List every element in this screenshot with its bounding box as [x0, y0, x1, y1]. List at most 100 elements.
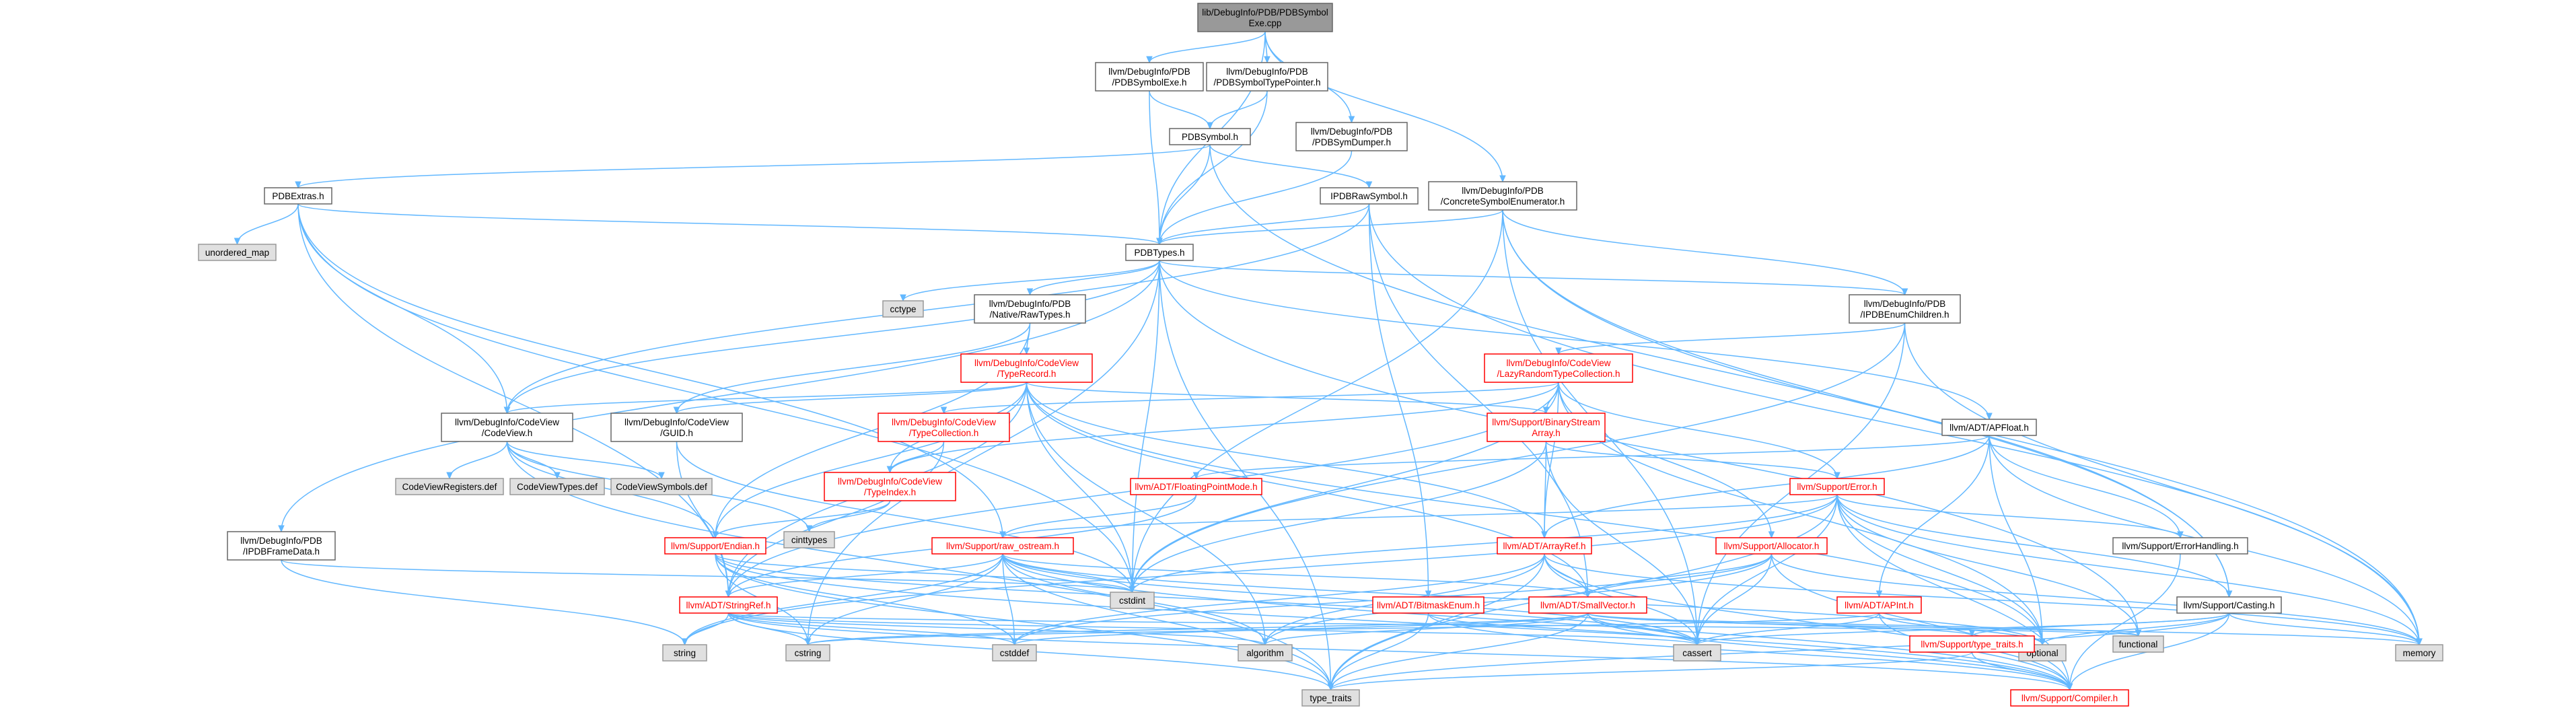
node-stringref-h[interactable]: llvm/ADT/StringRef.h: [679, 596, 778, 614]
node-box: [960, 353, 1093, 383]
node-cvsymbols-def[interactable]: CodeViewSymbols.def: [610, 478, 713, 495]
edge-arrayref-h-to-compiler-h: [1544, 553, 2071, 690]
node-cstring[interactable]: cstring: [785, 644, 830, 662]
edge-symbol-h-to-irawsym-h: [1209, 144, 1370, 188]
node-typeptr-h[interactable]: llvm/DebugInfo/PDB/PDBSymbolTypePointer.…: [1206, 62, 1328, 92]
node-cvregisters-def[interactable]: CodeViewRegisters.def: [395, 478, 504, 495]
edge-endian-h-to-cstdint: [715, 553, 1133, 593]
node-label: cstdint: [1119, 596, 1145, 606]
node-cassert[interactable]: cassert: [1673, 644, 1721, 662]
node-box: [1836, 596, 1922, 614]
arrowhead-codeview-h-to-cvsymbols-def: [658, 472, 665, 480]
node-exe-h[interactable]: llvm/DebugInfo/PDB/PDBSymbolExe.h: [1095, 62, 1204, 92]
node-label: llvm/DebugInfo/PDB: [989, 299, 1071, 309]
node-label: llvm/DebugInfo/CodeView: [892, 417, 996, 427]
arrowhead-rawostream-h-to-cstdint: [1129, 585, 1136, 594]
node-cinttypes[interactable]: cinttypes: [783, 531, 835, 548]
node-label: /PDBSymbolExe.h: [1112, 77, 1186, 87]
edge-pdbtypes-h-to-cctype: [902, 260, 1160, 301]
arrowhead-symbol-h-to-irawsym-h: [1365, 181, 1373, 189]
node-box: [1428, 181, 1577, 211]
node-concrete-h[interactable]: llvm/DebugInfo/PDB/ConcreteSymbolEnumera…: [1428, 181, 1577, 211]
edge-lazyrandom-h-to-typecollection-h: [943, 382, 1559, 414]
node-string[interactable]: string: [662, 644, 707, 662]
node-symbol-h[interactable]: PDBSymbol.h: [1169, 128, 1251, 145]
node-cvtypes-def[interactable]: CodeViewTypes.def: [509, 478, 605, 495]
node-bitmaskenum-h[interactable]: llvm/ADT/BitmaskEnum.h: [1372, 596, 1484, 614]
edge-root-to-exe-h: [1149, 31, 1266, 63]
node-box: [395, 478, 504, 495]
node-codeview-h[interactable]: llvm/DebugInfo/CodeView/CodeView.h: [441, 413, 573, 442]
node-box: [1715, 537, 1828, 555]
edge-concrete-h-to-pdbtypes-h: [1159, 209, 1503, 245]
node-framedata-h[interactable]: llvm/DebugInfo/PDB/IPDBFrameData.h: [227, 531, 336, 561]
edge-rawostream-h-to-compiler-h: [1002, 553, 2071, 690]
arrowhead-apfloat-h-to-arrayref-h: [1541, 531, 1548, 539]
node-typecollection-h[interactable]: llvm/DebugInfo/CodeView/TypeCollection.h: [878, 413, 1010, 442]
node-casting-h[interactable]: llvm/Support/Casting.h: [2176, 596, 2282, 614]
arrowhead-typeindex-h-to-cinttypes: [806, 525, 813, 533]
edge-error-h-to-cassert: [1696, 494, 1838, 645]
node-rawtypes-h[interactable]: llvm/DebugInfo/PDB/Native/RawTypes.h: [974, 294, 1086, 324]
node-cstdint[interactable]: cstdint: [1110, 592, 1155, 609]
edge-exe-h-to-symbol-h: [1149, 90, 1211, 129]
node-functional[interactable]: functional: [2112, 635, 2164, 653]
node-extras-h[interactable]: PDBExtras.h: [264, 187, 332, 205]
node-floatingpointmode-h[interactable]: llvm/ADT/FloatingPointMode.h: [1130, 478, 1262, 495]
node-root[interactable]: lib/DebugInfo/PDB/PDBSymbolExe.cpp: [1197, 3, 1333, 32]
node-label: llvm/ADT/StringRef.h: [686, 600, 771, 610]
edge-pdbtypes-h-to-ienumchildren-h: [1159, 260, 1906, 295]
arrowhead-root-to-typeptr-h: [1264, 56, 1271, 64]
arrowhead-error-h-to-errorhandling-h: [2177, 531, 2184, 539]
node-guid-h[interactable]: llvm/DebugInfo/CodeView/GUID.h: [610, 413, 743, 442]
node-typerecord-h[interactable]: llvm/DebugInfo/CodeView/TypeRecord.h: [960, 353, 1093, 383]
edge-binarystream-h-to-error-h: [1545, 441, 1838, 479]
node-pdbtypes-h[interactable]: PDBTypes.h: [1125, 244, 1194, 261]
node-symdumper-h[interactable]: llvm/DebugInfo/PDB/PDBSymDumper.h: [1295, 122, 1408, 151]
node-algorithm[interactable]: algorithm: [1238, 644, 1293, 662]
node-endian-h[interactable]: llvm/Support/Endian.h: [664, 537, 766, 555]
node-typeindex-h[interactable]: llvm/DebugInfo/CodeView/TypeIndex.h: [824, 472, 956, 501]
node-label: memory: [2403, 648, 2436, 658]
edge-framedata-h-to-cstdint: [281, 559, 1133, 593]
node-label: llvm/Support/type_traits.h: [1921, 639, 2023, 649]
arrowhead-extras-h-to-unordered-map: [234, 238, 241, 246]
node-arrayref-h[interactable]: llvm/ADT/ArrayRef.h: [1497, 537, 1592, 555]
node-label: llvm/Support/ErrorHandling.h: [2122, 541, 2238, 551]
edge-lazyrandom-h-to-error-h: [1558, 382, 1838, 479]
node-box: [2112, 537, 2248, 555]
node-ienumchildren-h[interactable]: llvm/DebugInfo/PDB/IPDBEnumChildren.h: [1849, 294, 1961, 324]
node-errorhandling-h[interactable]: llvm/Support/ErrorHandling.h: [2112, 537, 2248, 555]
edge-typeindex-h-to-endian-h: [715, 500, 891, 538]
node-typetraits-support-h[interactable]: llvm/Support/type_traits.h: [1909, 635, 2035, 653]
node-label: PDBExtras.h: [272, 191, 324, 201]
node-compiler-h[interactable]: llvm/Support/Compiler.h: [2010, 689, 2129, 707]
node-lazyrandom-h[interactable]: llvm/DebugInfo/CodeView/LazyRandomTypeCo…: [1484, 353, 1633, 383]
node-type-traits[interactable]: type_traits: [1301, 689, 1360, 707]
node-smallvector-h[interactable]: llvm/ADT/SmallVector.h: [1528, 596, 1647, 614]
node-error-h[interactable]: llvm/Support/Error.h: [1789, 478, 1885, 495]
node-label: IPDBRawSymbol.h: [1330, 191, 1408, 201]
node-apfloat-h[interactable]: llvm/ADT/APFloat.h: [1941, 419, 2037, 436]
arrowhead-smallvector-h-to-cstddef: [1011, 638, 1018, 646]
node-apint-h[interactable]: llvm/ADT/APInt.h: [1836, 596, 1922, 614]
node-cctype[interactable]: cctype: [882, 300, 924, 318]
node-rawostream-h[interactable]: llvm/Support/raw_ostream.h: [931, 537, 1074, 555]
node-box: [1528, 596, 1647, 614]
node-label: cstddef: [1000, 648, 1030, 658]
node-memory[interactable]: memory: [2395, 644, 2443, 662]
edge-apfloat-h-to-floatingpointmode-h: [1195, 435, 1990, 479]
node-allocator-h[interactable]: llvm/Support/Allocator.h: [1715, 537, 1828, 555]
node-unordered-map[interactable]: unordered_map: [198, 244, 277, 261]
arrowhead-lazyrandom-h-to-typecollection-h: [940, 406, 947, 415]
edge-pdbtypes-h-to-codeview-h: [506, 260, 1160, 414]
node-irawsym-h[interactable]: IPDBRawSymbol.h: [1320, 187, 1419, 205]
arrowhead-pdbtypes-h-to-rawtypes-h: [1026, 288, 1034, 296]
node-cstddef[interactable]: cstddef: [992, 644, 1037, 662]
arrowhead-root-to-exe-h: [1146, 56, 1153, 64]
edge-casting-h-to-optional: [2042, 612, 2230, 645]
edge-framedata-h-to-string: [281, 559, 686, 645]
node-box: [2176, 596, 2282, 614]
